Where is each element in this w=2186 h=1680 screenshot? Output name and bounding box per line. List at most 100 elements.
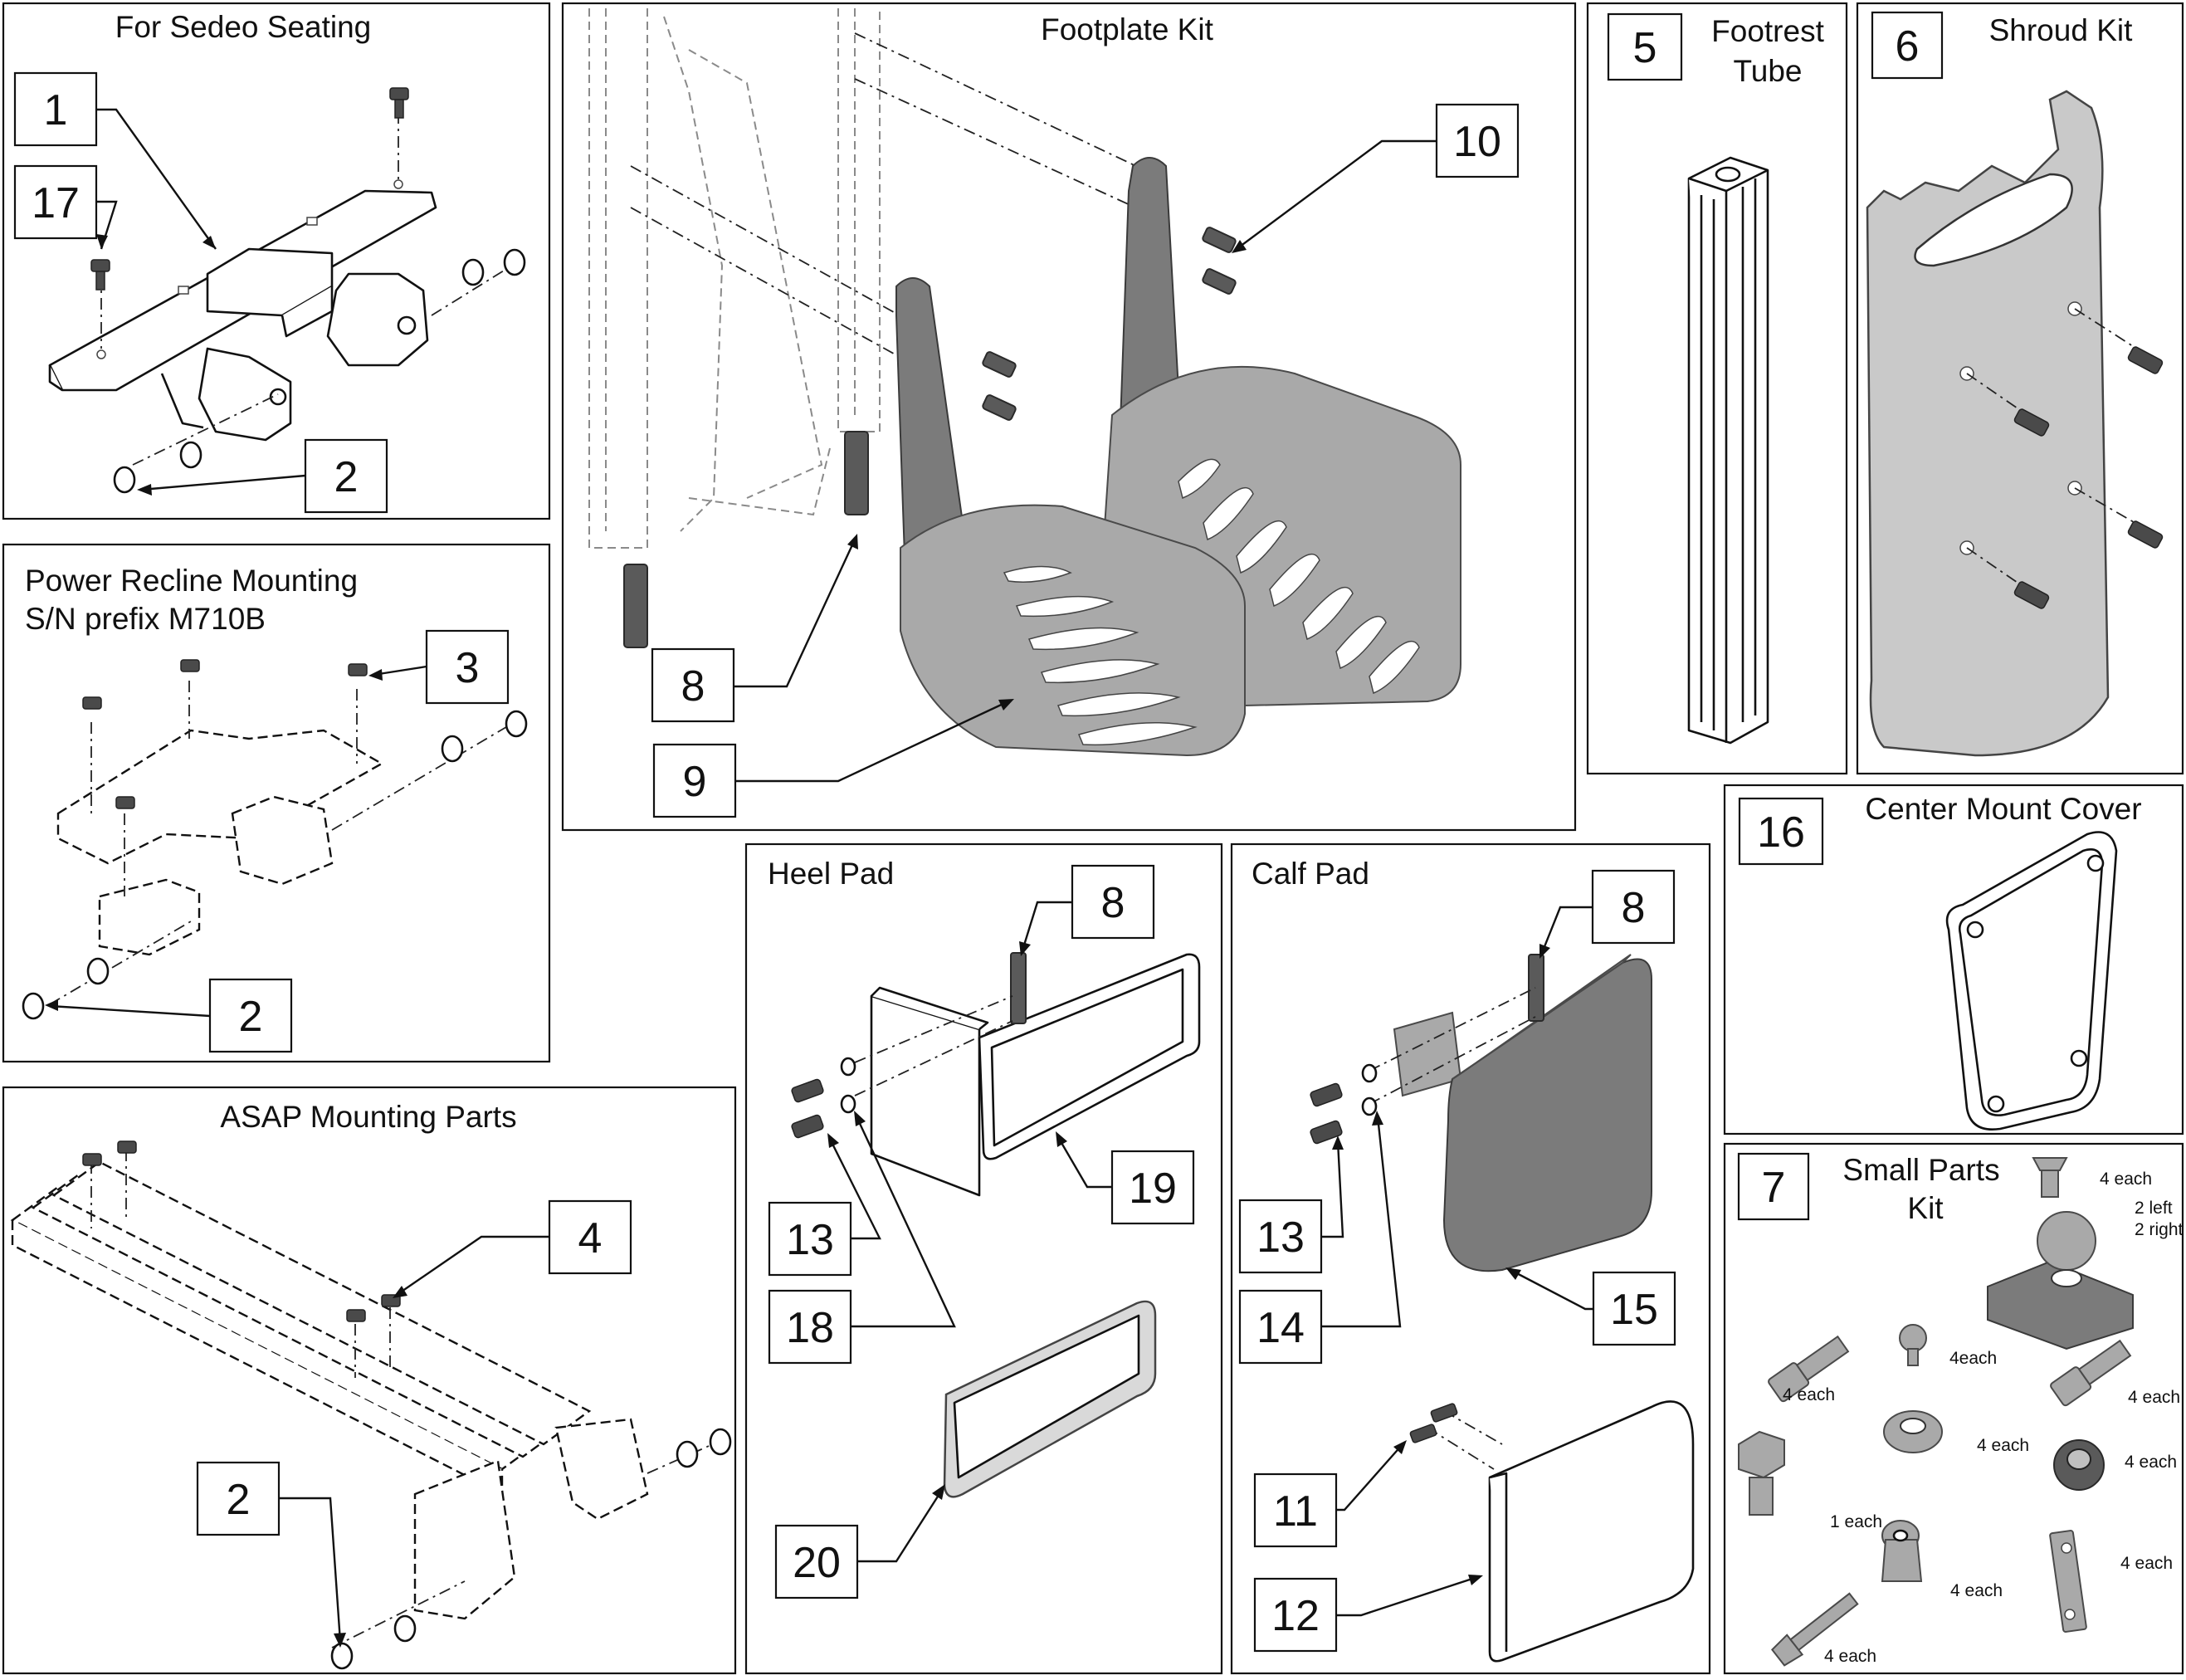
panel-small-parts-kit: 7 Small Parts Kit [1723, 1142, 2184, 1675]
callout-label: 4 [578, 1214, 603, 1262]
label-socket-screw-right: 4 each [2128, 1388, 2180, 1407]
callout-label: 13 [786, 1216, 834, 1264]
callout-label: 1 [44, 86, 68, 134]
footplate-slots-left [1003, 565, 1198, 746]
footplate-dashed-guides [630, 32, 1154, 374]
callout-box [548, 1199, 632, 1275]
callout-label: 11 [1273, 1487, 1318, 1536]
panel-calf-pad: Calf Pad 8 13 15 [1230, 842, 1711, 1675]
callout-box [425, 629, 510, 705]
footrest-tube-title: Footrest [1711, 14, 1824, 48]
label-spacer: 4 each [1977, 1436, 2029, 1455]
callout-label: 14 [1256, 1304, 1305, 1352]
sedeo-bracket-drawing [48, 112, 515, 466]
callout-label: 20 [793, 1539, 841, 1587]
shroud-title: Shroud Kit [1989, 13, 2133, 47]
callout-box [196, 1461, 281, 1536]
callout-box [1238, 1289, 1323, 1365]
callout-label: 18 [786, 1304, 834, 1352]
power-recline-bracket-drawing [22, 659, 528, 1020]
callout-label: 16 [1757, 808, 1805, 857]
callout-box [651, 647, 735, 723]
callout-box [208, 978, 293, 1053]
label-bar: 4 each [2120, 1554, 2173, 1573]
small-parts-title: Small Parts [1842, 1153, 1999, 1187]
callout-box [1071, 864, 1155, 940]
panel-footrest-tube: 5 Footrest Tube [1586, 2, 1848, 775]
label-clamp-right: 2 right [2135, 1220, 2184, 1239]
callout-label: 12 [1271, 1592, 1320, 1640]
footplate-slots-right [1178, 458, 1420, 695]
heel-pad-title: Heel Pad [768, 857, 894, 891]
heel-pad-drawing [791, 952, 1201, 1498]
small-parts-title-2: Kit [1907, 1191, 1944, 1225]
panel-footplate-kit: Footplate Kit [561, 2, 1577, 832]
label-sleeve: 4 each [1950, 1581, 2003, 1600]
panel-center-mount-cover: 16 Center Mount Cover [1723, 784, 2184, 1135]
callout-box [1607, 12, 1683, 81]
center-mount-drawing [1945, 831, 2118, 1131]
small-parts-drawings [1738, 1157, 2134, 1667]
callout-label: 7 [1762, 1164, 1786, 1212]
power-recline-subtitle: S/N prefix M710B [25, 602, 266, 636]
center-mount-title: Center Mount Cover [1865, 792, 2141, 826]
panel-heel-pad: Heel Pad 8 19 13 18 [744, 842, 1223, 1675]
callout-label: 17 [32, 179, 80, 227]
panel-sedeo-seating: For Sedeo Seating [2, 2, 551, 520]
callout-box [1253, 1577, 1338, 1653]
shroud-drawing [1866, 90, 2164, 757]
callout-box [1737, 1152, 1810, 1221]
sedeo-title: For Sedeo Seating [115, 10, 372, 44]
label-clamp-left: 2 left [2135, 1199, 2173, 1218]
callout-box [774, 1524, 859, 1599]
callout-box [13, 71, 98, 147]
asap-title: ASAP Mounting Parts [220, 1100, 516, 1134]
calf-pad-title: Calf Pad [1252, 857, 1369, 891]
callout-label: 8 [1101, 879, 1125, 927]
label-socket-screw-left: 4 each [1783, 1385, 1835, 1404]
label-long-screw: 4 each [1824, 1647, 1876, 1666]
panel-asap: ASAP Mounting Parts 4 [2, 1086, 737, 1675]
callout-box [768, 1289, 852, 1365]
power-recline-title: Power Recline Mounting [25, 564, 358, 598]
callout-box [1591, 869, 1676, 945]
callout-label: 9 [683, 758, 707, 806]
callout-label: 15 [1610, 1286, 1658, 1334]
callout-label: 2 [227, 1476, 251, 1524]
footrest-tube-title-2: Tube [1734, 54, 1803, 88]
callout-box [1110, 1150, 1195, 1225]
label-button-screw: 4each [1949, 1349, 1997, 1368]
callout-label: 3 [456, 644, 480, 692]
small-parts-labels: 4 each 2 left 2 right 4each 4 each 4 eac… [1783, 1170, 2184, 1666]
callout-box [13, 164, 98, 240]
callout-label: 8 [1622, 884, 1646, 932]
callout-box [1871, 11, 1944, 80]
footrest-tube-drawing [1687, 156, 1769, 745]
footplate-title: Footplate Kit [1041, 12, 1213, 46]
calf-pad-drawing [1310, 954, 1695, 1663]
label-flat-screw: 4 each [2100, 1170, 2152, 1189]
callout-box [652, 743, 737, 818]
label-hex-bolt: 1 each [1830, 1512, 1882, 1531]
callout-label: 2 [239, 993, 263, 1041]
callout-label: 8 [681, 662, 705, 711]
panel-power-recline: Power Recline Mounting S/N prefix M710B … [2, 543, 551, 1063]
callout-label: 6 [1896, 22, 1920, 71]
callout-box [1238, 1199, 1323, 1274]
sedeo-hardware [90, 87, 526, 494]
callout-label: 2 [334, 453, 359, 501]
callout-box [1253, 1472, 1338, 1548]
footplate-drawing [895, 157, 1461, 757]
callout-label: 5 [1633, 24, 1657, 72]
callout-label: 19 [1129, 1165, 1177, 1213]
label-bushing: 4 each [2125, 1453, 2177, 1472]
callout-label: 13 [1256, 1214, 1305, 1262]
callout-box [1592, 1271, 1676, 1346]
asap-rails-drawing [10, 1140, 732, 1670]
callout-box [1738, 797, 1824, 866]
panel-shroud-kit: 6 Shroud Kit [1856, 2, 2184, 775]
callout-label: 10 [1453, 118, 1501, 166]
callout-box [1435, 103, 1520, 178]
